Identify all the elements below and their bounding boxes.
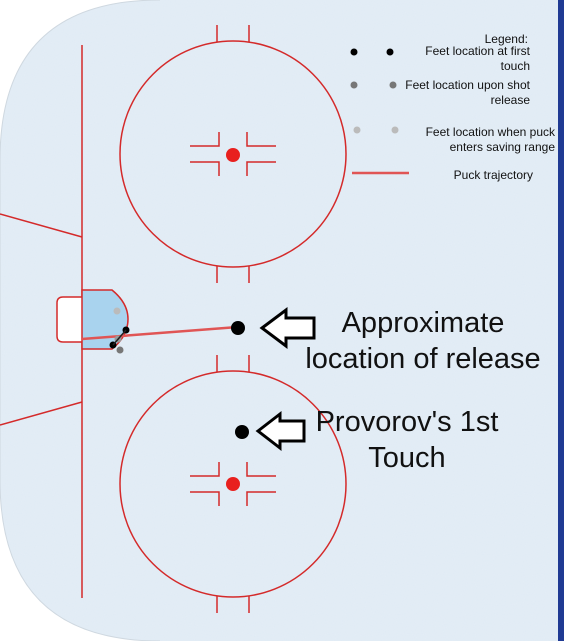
- faceoff-dot-bottom: [226, 477, 240, 491]
- legend-label-saving-range: Feet location when puck enters saving ra…: [425, 125, 555, 154]
- legend-saving-range-dot: [353, 126, 361, 134]
- blue-line: [558, 0, 564, 641]
- goalie-feet: [109, 307, 130, 354]
- feet-saving-range-marker: [113, 307, 121, 315]
- faceoff-dot-top: [226, 148, 240, 162]
- goal-net: [56, 296, 82, 343]
- release-arrow-icon: [259, 307, 316, 349]
- faceoff-circle-top: [119, 25, 347, 283]
- legend-title: Legend:: [484, 32, 528, 46]
- legend-release-dot: [350, 81, 358, 89]
- legend-release-dot: [389, 81, 397, 89]
- release-location-marker: [231, 321, 245, 335]
- trapezoid-line-top: [0, 213, 83, 238]
- legend-first-touch-dot: [386, 48, 394, 56]
- legend-label-trajectory: Puck trajectory: [453, 168, 533, 182]
- first-touch-annotation: Provorov's 1st Touch: [315, 406, 499, 474]
- legend-first-touch-dot: [350, 48, 358, 56]
- faceoff-circle-bottom: [119, 355, 347, 613]
- first-touch-arrow-icon: [255, 410, 306, 452]
- trapezoid-line-bottom: [0, 401, 83, 426]
- boards: [0, 0, 161, 641]
- legend-saving-range-dot: [391, 126, 399, 134]
- feet-release-marker: [116, 346, 124, 354]
- first-touch-location-marker: [235, 425, 249, 439]
- puck-trajectory: [81, 325, 239, 341]
- release-annotation: Approximate location of release: [305, 307, 541, 375]
- legend-label-release: Feet location upon shot release: [405, 78, 530, 107]
- legend-label-first-touch: Feet location at first touch: [425, 44, 530, 73]
- legend-markers: [350, 48, 409, 175]
